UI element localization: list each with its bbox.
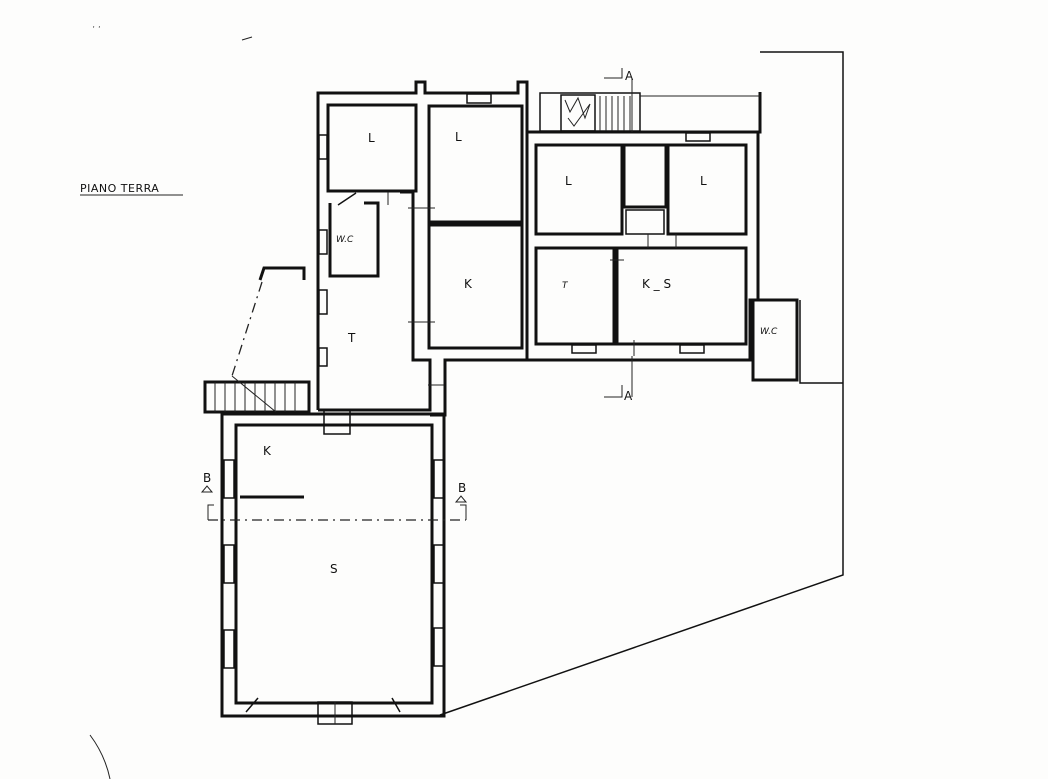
window-n-l4 (685, 132, 711, 142)
label-room-wc1: W.C (336, 235, 354, 245)
corner-mark-se (391, 697, 401, 713)
room-wc1 (328, 201, 380, 278)
courtyard-boundary (439, 51, 844, 716)
section-a-top-arrow (604, 68, 623, 79)
label-room-t2: T (562, 281, 569, 291)
stair-landing (258, 266, 306, 281)
external-stair (203, 380, 311, 414)
wall-ne-north (525, 92, 762, 134)
label-room-l1: L (368, 131, 375, 145)
room-k1 (427, 223, 524, 350)
label-room-s: S (330, 562, 338, 576)
window-s-ks (679, 344, 705, 354)
scan-artifact-curve (89, 734, 111, 779)
stair-rubble (560, 94, 596, 132)
wall-ne-south (527, 132, 760, 362)
room-l4 (666, 143, 748, 236)
label-room-ks: K _ S (642, 277, 671, 291)
plan-title: PIANO TERRA (80, 182, 159, 195)
label-room-wc2: W.C (760, 327, 778, 337)
window-e-k2 (433, 459, 445, 499)
window-e-s2 (433, 627, 445, 667)
section-b-right-label: B (458, 481, 466, 495)
corner-mark-sw (245, 697, 259, 713)
closet (622, 143, 668, 209)
room-t2 (534, 246, 616, 346)
label-room-l3: L (565, 174, 572, 188)
closet-lower (625, 209, 665, 235)
room-l2 (427, 104, 524, 224)
stair-diagonal (231, 375, 277, 413)
wall-ne-west (430, 132, 529, 417)
speck-line (241, 36, 253, 41)
label-room-k1: K (464, 277, 473, 291)
room-ks (615, 246, 748, 346)
door-swing-wc1 (337, 192, 357, 206)
room-l3 (534, 143, 624, 236)
rubble-hatch (564, 96, 591, 127)
section-b-right-arrow (460, 504, 467, 520)
section-a-bottom-arrow (604, 385, 623, 398)
wall-nw-outer (316, 80, 529, 410)
section-b-right-tri (454, 495, 468, 503)
window-w-t1 (318, 289, 328, 315)
speck-mark: · · (92, 23, 101, 33)
door-north-k2 (323, 409, 351, 435)
window-n-l2 (466, 93, 492, 104)
window-w-wc1 (318, 229, 328, 255)
wall-sw-inner (234, 423, 434, 705)
room-l1 (326, 103, 418, 193)
window-e-s1 (433, 544, 445, 584)
stair-dash-line (231, 281, 263, 377)
window-w-t1-low (318, 347, 328, 367)
section-a-top-label: A (625, 69, 634, 83)
section-b-left-label: B (203, 471, 211, 485)
room-wc2 (751, 298, 799, 382)
window-w-k2 (223, 459, 235, 499)
label-room-k2: K (263, 444, 272, 458)
window-w-s2 (223, 629, 235, 669)
courtyard-inner (799, 300, 843, 384)
label-room-l4: L (700, 174, 707, 188)
corridor-t1 (318, 190, 432, 412)
window-w-s1 (223, 544, 235, 584)
label-room-t1: T (347, 331, 356, 345)
section-b-left-arrow (207, 504, 214, 520)
label-room-l2: L (455, 130, 462, 144)
section-a-bottom-label: A (624, 389, 633, 403)
window-w-l1 (318, 134, 328, 160)
window-s-t2 (571, 344, 597, 354)
stair-niche (539, 92, 641, 132)
section-b-left-tri (200, 485, 214, 493)
